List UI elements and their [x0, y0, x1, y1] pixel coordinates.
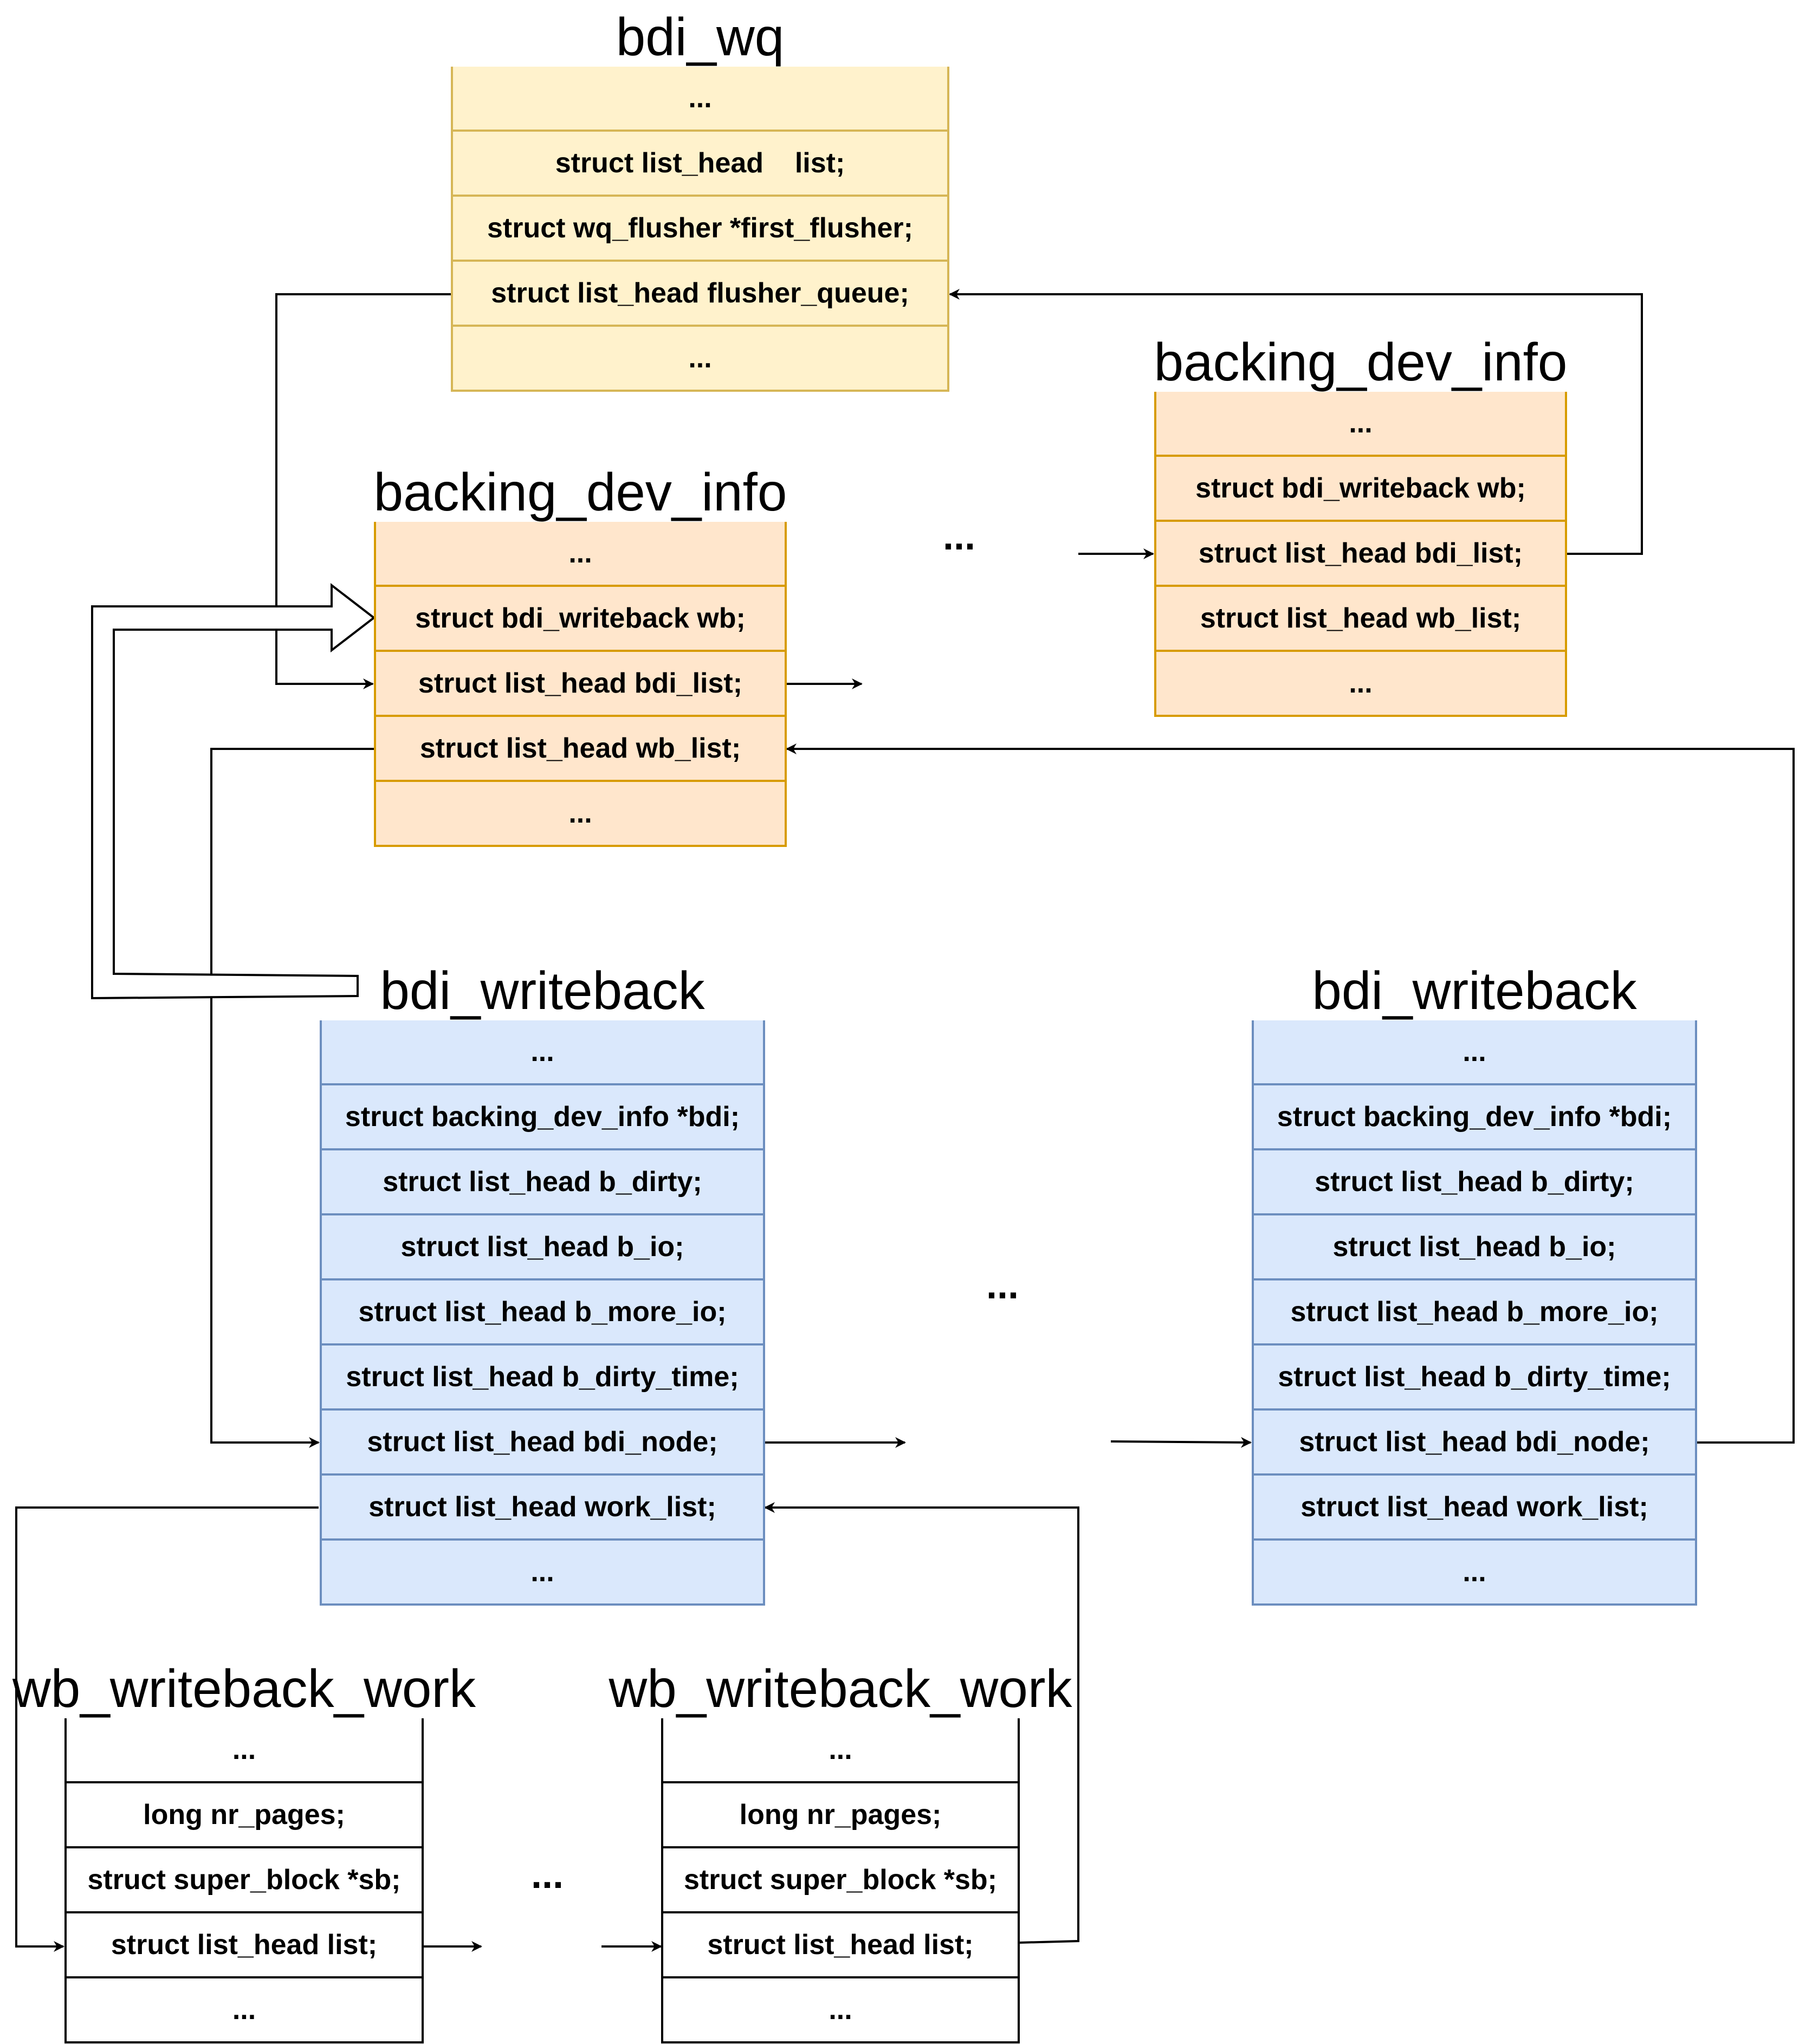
struct-field: struct bdi_writeback wb;: [1154, 457, 1567, 522]
struct-field: struct backing_dev_info *bdi;: [320, 1085, 765, 1150]
embedded-wb-hollow-arrow: [91, 583, 376, 1000]
struct-field: struct list_head b_dirty_time;: [320, 1346, 765, 1411]
struct-field: ...: [374, 782, 787, 847]
right-bdi-list-to-wq-arrow: [949, 289, 1643, 555]
struct-field: ...: [64, 1718, 424, 1783]
struct-field: struct list_head bdi_node;: [320, 1411, 765, 1476]
right-bdi-node-to-wb-list-arrow: [786, 743, 1795, 1444]
struct-field: struct super_block *sb;: [661, 1848, 1020, 1913]
struct-field: struct list_head b_more_io;: [1252, 1280, 1697, 1346]
backing-dev-info-left-struct: backing_dev_info ... struct bdi_writebac…: [374, 465, 787, 847]
struct-field: struct list_head b_dirty;: [1252, 1150, 1697, 1215]
struct-field: ...: [1154, 652, 1567, 717]
struct-title: bdi_wq: [616, 7, 785, 67]
struct-field: ...: [64, 1978, 424, 2043]
backing-dev-info-right-struct: backing_dev_info ... struct bdi_writebac…: [1154, 335, 1567, 717]
bdi-gap-ellipsis: ...: [942, 515, 976, 558]
struct-field: struct list_head bdi_node;: [1252, 1411, 1697, 1476]
struct-field: struct list_head b_io;: [1252, 1215, 1697, 1280]
struct-field: long nr_pages;: [661, 1783, 1020, 1848]
bdi-wq-struct: bdi_wq ... struct list_head list; struct…: [451, 10, 949, 392]
work-gap-ellipsis: ...: [530, 1853, 564, 1897]
struct-field: struct bdi_writeback wb;: [374, 587, 787, 652]
struct-field: struct list_head b_dirty;: [320, 1150, 765, 1215]
struct-field: struct list_head list;: [451, 132, 949, 197]
wb-writeback-work-right-struct: wb_writeback_work ... long nr_pages; str…: [609, 1662, 1072, 2043]
struct-field: ...: [451, 327, 949, 392]
struct-title: wb_writeback_work: [12, 1659, 476, 1718]
wq-to-left-bdi-list-arrow: [275, 293, 451, 689]
struct-field: struct list_head work_list;: [320, 1476, 765, 1541]
struct-field: struct list_head bdi_list;: [374, 652, 787, 717]
struct-field: struct list_head b_dirty_time;: [1252, 1346, 1697, 1411]
struct-field: struct list_head list;: [661, 1913, 1020, 1978]
struct-field: ...: [661, 1978, 1020, 2043]
right-bdi-node-prev-arrow: [1110, 1437, 1252, 1448]
struct-field: struct wq_flusher *first_flusher;: [451, 197, 949, 262]
struct-field: ...: [320, 1541, 765, 1606]
struct-title: bdi_writeback: [1312, 961, 1637, 1020]
wb-gap-ellipsis: ...: [986, 1264, 1019, 1307]
bdi-writeback-left-struct: bdi_writeback ... struct backing_dev_inf…: [320, 964, 765, 1606]
struct-field: struct list_head work_list;: [1252, 1476, 1697, 1541]
struct-title: bdi_writeback: [380, 961, 705, 1020]
struct-field: struct list_head wb_list;: [1154, 587, 1567, 652]
struct-title: wb_writeback_work: [609, 1659, 1072, 1718]
struct-field: struct backing_dev_info *bdi;: [1252, 1085, 1697, 1150]
struct-field: ...: [451, 67, 949, 132]
struct-field: struct super_block *sb;: [64, 1848, 424, 1913]
right-work-list-to-work-list-arrow: [764, 1502, 1079, 1944]
struct-field: ...: [1154, 392, 1567, 457]
struct-field: struct list_head b_io;: [320, 1215, 765, 1280]
struct-field: struct list_head wb_list;: [374, 717, 787, 782]
struct-title: backing_dev_info: [1154, 332, 1568, 392]
wb-writeback-work-left-struct: wb_writeback_work ... long nr_pages; str…: [12, 1662, 476, 2043]
bdi-writeback-right-struct: bdi_writeback ... struct backing_dev_inf…: [1252, 964, 1697, 1606]
struct-field: ...: [661, 1718, 1020, 1783]
struct-field: ...: [1252, 1541, 1697, 1606]
struct-field: ...: [374, 522, 787, 587]
struct-field: long nr_pages;: [64, 1783, 424, 1848]
struct-field: ...: [1252, 1020, 1697, 1085]
work-list-to-work-arrow: [15, 1506, 319, 1952]
struct-field: struct list_head bdi_list;: [1154, 522, 1567, 587]
struct-field: ...: [320, 1020, 765, 1085]
struct-field: struct list_head list;: [64, 1913, 424, 1978]
wb-list-to-bdi-node-arrow: [210, 748, 374, 1448]
struct-field: struct list_head b_more_io;: [320, 1280, 765, 1346]
struct-title: backing_dev_info: [373, 462, 787, 522]
struct-field: struct list_head flusher_queue;: [451, 262, 949, 327]
